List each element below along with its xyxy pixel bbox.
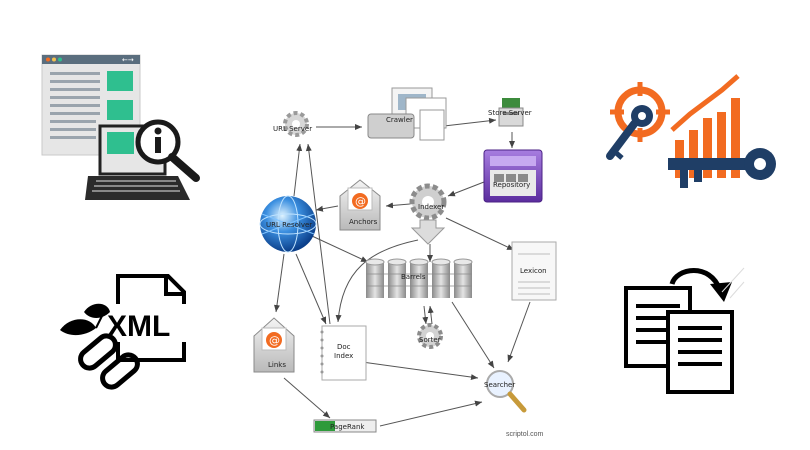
doc-index-node: Doc Index: [320, 325, 367, 381]
window-dot-green: [58, 57, 62, 62]
laptop-keys: [92, 180, 180, 192]
pagerank-bar-fill: [315, 421, 335, 431]
page-block-1: [107, 71, 133, 91]
store-server-node: Store Server: [488, 98, 532, 127]
url-resolver-label: URL Resolver: [266, 221, 312, 229]
repository-node: Repository: [483, 149, 543, 203]
repository-label: Repository: [493, 181, 530, 189]
refresh-arrow-icon: [669, 268, 723, 292]
searcher-label: Searcher: [484, 381, 515, 389]
indexer-gear-icon: [409, 183, 447, 245]
sorter-gear-icon: [417, 323, 443, 349]
edge-indexer-anchors: [385, 202, 411, 209]
edge-urlresolver-barrels: [311, 235, 369, 263]
edge-sorter-barrels: [427, 305, 434, 325]
lexicon-node: Lexicon: [511, 241, 557, 301]
seo-key-chart-icon: [606, 74, 776, 188]
small-key-icon: [606, 105, 653, 160]
page-block-2: [107, 100, 133, 120]
lexicon-label: Lexicon: [520, 267, 547, 275]
url-resolver-node: URL Resolver: [259, 195, 317, 253]
edge-repository-indexer: [447, 181, 485, 197]
edge-indexer-lexicon: [445, 217, 515, 251]
front-document-lines: [678, 326, 722, 366]
edge-anchors-urlresolver: [315, 205, 339, 212]
edge-links-pagerank: [283, 377, 331, 419]
anchors-label: Anchors: [349, 218, 378, 226]
server-box-icon: [498, 98, 524, 127]
globe-icon: [259, 195, 317, 253]
edge-indexer-docindex: [335, 239, 419, 323]
document-list-icon: [511, 241, 557, 301]
indexer-node: Indexer: [409, 183, 447, 245]
xml-label-band: [100, 304, 198, 342]
edge-urlresolver-docindex: [295, 253, 327, 325]
scanner-icon: [367, 87, 447, 141]
sorter-label: Sorter: [419, 336, 441, 344]
search-engine-diagram: URL Server Crawler Store Server: [253, 87, 557, 438]
repository-icon: [483, 149, 543, 203]
barrels-label: Barrels: [401, 273, 426, 281]
edge-urlresolver-links: [273, 253, 285, 313]
window-nav-arrows: ←→: [122, 56, 134, 64]
url-server-label: URL Server: [273, 125, 312, 133]
browser-window-titlebar: [42, 55, 140, 64]
watermark-text: scriptol.com: [506, 431, 544, 438]
page-text-lines: [50, 72, 100, 139]
doc-index-label-line1: Doc: [337, 343, 351, 351]
pagerank-label: PageRank: [330, 423, 365, 431]
info-dot: [154, 127, 162, 135]
envelope-at-icon: @: [339, 179, 381, 231]
doc-index-label-line2: Index: [334, 352, 353, 360]
anchors-node: @ Anchors: [339, 179, 381, 231]
hatch-background: [721, 267, 745, 299]
duplicate-document-icon: [624, 267, 745, 394]
links-envelope-icon: @: [253, 317, 295, 373]
sorter-node: Sorter: [417, 323, 443, 349]
magnifier-handle: [168, 153, 200, 182]
edge-crawler-storeserver: [443, 117, 497, 127]
store-server-label: Store Server: [488, 109, 532, 117]
laptop-screen-block: [107, 132, 134, 154]
links-label: Links: [268, 361, 286, 369]
edge-urlresolver-urlserver: [293, 143, 303, 197]
window-dot-red: [46, 57, 50, 62]
notepad-icon: [320, 325, 367, 381]
svg-text:@: @: [269, 334, 280, 347]
links-node: @ Links: [253, 317, 295, 373]
window-dot-yellow: [52, 57, 56, 62]
chain-link-icon: [78, 333, 140, 390]
xml-file-icon: XML: [60, 274, 198, 390]
trend-line: [670, 74, 740, 132]
laptop-base: [85, 176, 190, 200]
leaf-sprout-icon: [60, 303, 110, 336]
pagerank-node: PageRank: [313, 419, 377, 433]
edge-docindex-searcher: [361, 361, 479, 381]
target-crosshair-icon: [610, 82, 670, 142]
searcher-magnifier-icon: [486, 370, 527, 413]
laptop-info-icon: ←→: [41, 54, 200, 200]
indexer-label: Indexer: [418, 203, 444, 211]
svg-text:@: @: [355, 195, 366, 208]
back-document-lines: [636, 304, 680, 344]
xml-label: XML: [107, 310, 170, 343]
gear-icon: [283, 111, 309, 137]
xml-document-fold: [164, 276, 184, 296]
crawler-label: Crawler: [386, 116, 413, 124]
large-key-icon: [668, 148, 776, 188]
edge-pagerank-searcher: [379, 400, 483, 427]
diagram-edges: [273, 117, 531, 427]
searcher-node: Searcher: [484, 370, 527, 413]
info-bar: [155, 137, 161, 153]
database-cylinders-icon: [365, 258, 473, 298]
barrels-node: Barrels: [365, 258, 473, 298]
edge-docindex-urlserver: [305, 143, 331, 325]
edge-lexicon-searcher: [507, 301, 531, 363]
edge-barrels-sorter: [422, 305, 429, 325]
crawler-node: Crawler: [367, 87, 447, 141]
edge-barrels-searcher: [451, 301, 495, 369]
url-server-node: URL Server: [273, 111, 312, 137]
